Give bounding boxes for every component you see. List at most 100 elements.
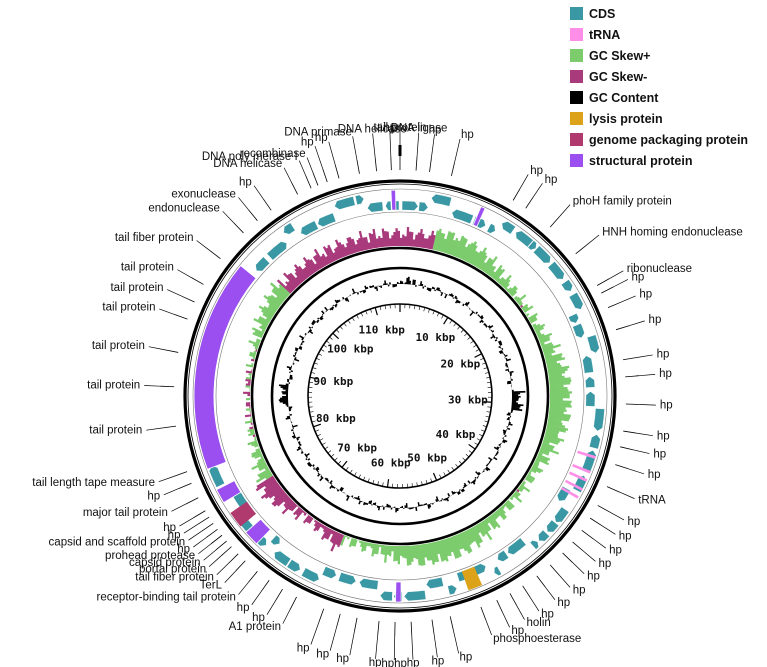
scale-tick (423, 307, 426, 312)
kbp-label: 30 kbp (448, 394, 488, 407)
gene-leader-line (452, 629, 459, 654)
gene-tick (525, 196, 534, 209)
scale-tick (319, 438, 324, 441)
gene-tick (415, 156, 418, 171)
gene-label: tail fiber protein (115, 232, 194, 244)
gene-leader-line (144, 385, 161, 387)
gene-leader-line (637, 432, 653, 437)
scale-tick (358, 474, 361, 479)
gene-tick (312, 172, 319, 186)
lysis-protein-block (461, 566, 483, 591)
cds-arrow (451, 209, 474, 224)
gene-label: hp (252, 612, 265, 624)
outer-backbone-ring (183, 145, 617, 613)
gene-leader-line (372, 133, 376, 158)
scale-tick (329, 336, 333, 340)
cds-arrow (431, 193, 452, 207)
gene-label: hp (336, 653, 349, 665)
gene-leader-line (516, 605, 525, 620)
scale-tick (316, 357, 320, 361)
gene-label: hphp (381, 658, 407, 667)
scale-tick (468, 450, 473, 454)
gene-leader-line (283, 167, 292, 183)
gene-leader-line (502, 612, 510, 628)
scale-tick (354, 472, 357, 477)
gene-tick (623, 357, 637, 361)
gene-leader-line (198, 543, 212, 555)
gene-label: portal protein (139, 563, 206, 575)
gene-tick (522, 585, 531, 598)
scale-tick (455, 464, 459, 468)
scale-tick (308, 381, 314, 384)
scale-tick (321, 442, 326, 446)
cds-arrow (255, 256, 270, 272)
gene-label: tail fiber protein (135, 572, 214, 584)
gene-label: hp (649, 314, 662, 326)
gene-leader-line (639, 404, 656, 406)
gene-tick (227, 553, 239, 564)
legend-label: GC Skew- (589, 69, 648, 84)
scale-tick (360, 312, 364, 317)
structural-protein-block (472, 206, 486, 228)
gene-label: A1 protein (229, 621, 281, 633)
gene-label: hp (315, 132, 328, 144)
cds-arrow (547, 261, 565, 280)
scale-tick (483, 367, 488, 370)
cds-arrow (418, 201, 429, 212)
gene-label: hp (541, 608, 554, 620)
scale-tick (481, 429, 485, 432)
scale-tick (311, 420, 316, 423)
gene-label: hp (511, 625, 524, 637)
scale-tick (453, 322, 457, 327)
scale-tick (428, 308, 430, 313)
gene-leader-line (310, 621, 320, 645)
gene-label: hp (163, 522, 176, 534)
gene-leader-line (179, 517, 194, 527)
structural-protein-block (395, 581, 402, 603)
cds-arrow (403, 590, 427, 602)
gene-tick (572, 541, 584, 552)
scale-tick (339, 326, 343, 330)
cds-arrow (300, 220, 319, 236)
gene-label: hp (407, 658, 420, 667)
cds-arrow (301, 567, 320, 583)
gene-leader-line (193, 537, 207, 548)
gene-tick (607, 301, 622, 309)
scale-tick (315, 429, 319, 432)
kbp-label: 110 kbp (358, 324, 405, 337)
gene-tick (185, 497, 199, 505)
gene-label: hp (461, 129, 474, 141)
gene-label: TerL (200, 580, 223, 592)
scale-tick (414, 305, 416, 310)
scale-tick (310, 415, 315, 418)
gene-tick (625, 375, 640, 378)
gene-label: DNA ligase (391, 123, 448, 135)
gene-tick (173, 471, 188, 477)
scale-tick (351, 317, 355, 321)
gene-tick (209, 249, 221, 260)
gene-leader-line (389, 132, 392, 157)
feature-track-outline (215, 211, 585, 581)
scale-tick (449, 319, 453, 324)
gene-leader-line (559, 204, 571, 217)
gene-label: phosphoesterase (493, 633, 581, 645)
cds-arrow (447, 584, 458, 596)
gene-tick (334, 164, 340, 179)
cds-arrow (568, 292, 584, 310)
scale-tick (436, 312, 440, 317)
scale-tick (443, 472, 446, 477)
gene-label: hp (659, 368, 672, 380)
gene-tick (248, 571, 258, 583)
scale-tick (484, 372, 489, 374)
scale-tick (323, 344, 327, 348)
gene-leader-line (619, 491, 635, 499)
trna-mark (577, 450, 596, 459)
gene-leader-line (431, 134, 435, 159)
scale-tick (416, 482, 418, 487)
scale-tick (474, 353, 482, 358)
gene-tick (322, 168, 328, 183)
gene-leader-line (216, 563, 229, 576)
gene-leader-line (158, 476, 174, 483)
gene-tick (620, 446, 634, 451)
scale-tick (345, 467, 349, 471)
